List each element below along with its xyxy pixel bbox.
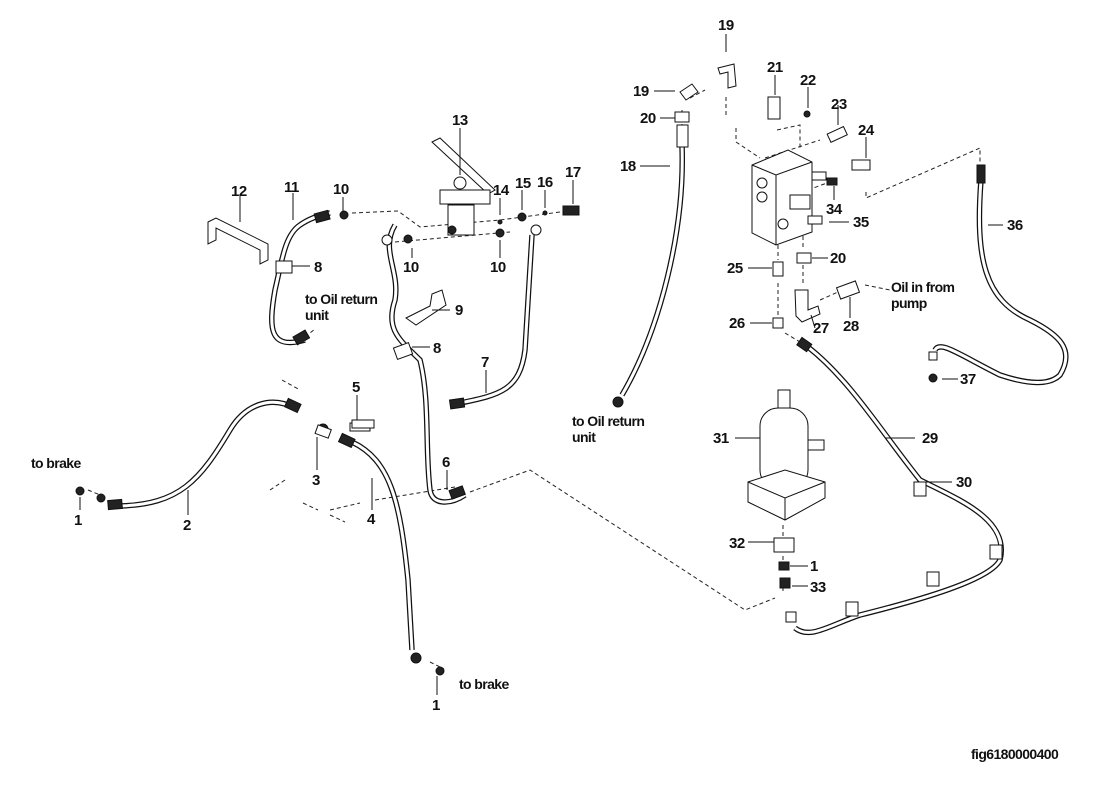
callout-13: 13 xyxy=(452,112,468,129)
callout-31: 31 xyxy=(713,430,729,447)
callout-1: 1 xyxy=(432,697,440,714)
callout-3: 3 xyxy=(312,472,320,489)
callout-1: 1 xyxy=(74,512,82,529)
callout-34: 34 xyxy=(826,201,842,218)
callout-26: 26 xyxy=(729,315,745,332)
note-to-brake-left: to brake xyxy=(31,455,81,471)
callout-19: 19 xyxy=(633,83,649,100)
callout-28: 28 xyxy=(843,318,859,335)
callout-11: 11 xyxy=(284,179,299,196)
pedal-valve xyxy=(431,137,496,236)
callout-10: 10 xyxy=(333,181,349,198)
callout-32: 32 xyxy=(729,535,745,552)
callout-5: 5 xyxy=(352,379,360,396)
callout-16: 16 xyxy=(537,174,553,191)
callout-20: 20 xyxy=(640,110,656,127)
callout-10: 10 xyxy=(490,259,506,276)
callout-30: 30 xyxy=(956,474,972,491)
callout-6: 6 xyxy=(442,454,450,471)
accumulator xyxy=(747,389,826,589)
note-to-oil-return-center: to Oil return unit xyxy=(572,413,645,445)
callout-35: 35 xyxy=(853,214,869,231)
callout-1: 1 xyxy=(810,558,818,575)
note-oil-in-from-pump: Oil in from pump xyxy=(891,279,955,311)
callout-21: 21 xyxy=(767,59,783,76)
callout-15: 15 xyxy=(515,175,531,192)
callout-29: 29 xyxy=(922,430,938,447)
callout-8: 8 xyxy=(314,259,322,276)
valve-block xyxy=(674,63,871,329)
leader-lines xyxy=(79,34,1003,695)
callout-23: 23 xyxy=(831,96,847,113)
callout-9: 9 xyxy=(455,302,463,319)
callout-2: 2 xyxy=(183,517,191,534)
note-to-brake-bottom: to brake xyxy=(459,676,509,692)
callout-12: 12 xyxy=(231,183,247,200)
callout-14: 14 xyxy=(493,182,509,199)
callout-36: 36 xyxy=(1007,217,1023,234)
callout-27: 27 xyxy=(813,320,829,337)
clamps xyxy=(275,260,1003,617)
callout-10: 10 xyxy=(403,259,419,276)
callout-19: 19 xyxy=(718,17,734,34)
callout-22: 22 xyxy=(800,72,816,89)
callout-4: 4 xyxy=(367,511,375,528)
note-to-oil-return-left: to Oil return unit xyxy=(305,291,378,323)
figure-id: fig6180000400 xyxy=(971,746,1059,762)
callout-18: 18 xyxy=(620,158,636,175)
callout-7: 7 xyxy=(481,354,489,371)
callout-25: 25 xyxy=(727,260,743,277)
connection-lines xyxy=(87,89,981,670)
callout-24: 24 xyxy=(858,122,874,139)
callout-17: 17 xyxy=(565,164,581,181)
callout-20: 20 xyxy=(830,250,846,267)
callout-37: 37 xyxy=(960,371,976,388)
small-fittings xyxy=(314,205,580,439)
callout-8: 8 xyxy=(433,340,441,357)
brackets xyxy=(207,217,447,326)
callout-33: 33 xyxy=(810,579,826,596)
